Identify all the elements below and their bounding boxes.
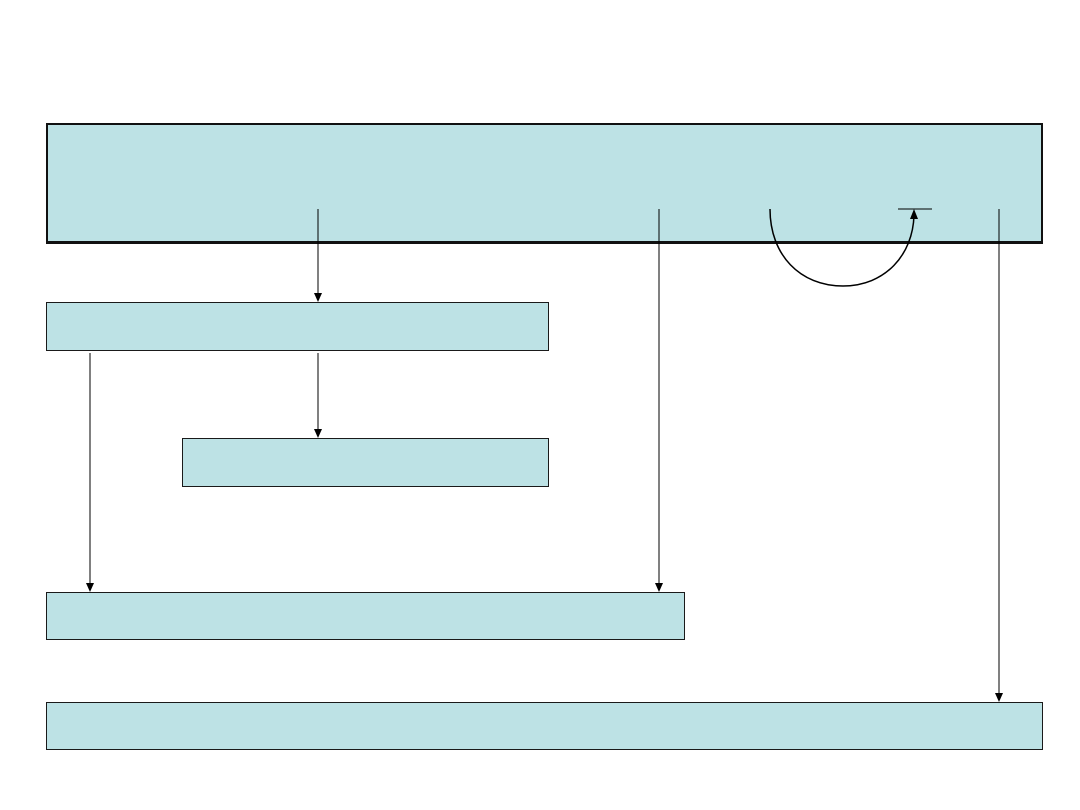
second-level-box (46, 302, 549, 351)
arrowhead-second-to-third (314, 429, 322, 438)
arrowhead-top-to-fourth (655, 583, 663, 592)
arrowhead-second-to-fourth (86, 583, 94, 592)
bottom-wide-box (46, 702, 1043, 750)
fourth-level-box (46, 592, 685, 640)
third-level-box (182, 438, 549, 487)
arrowhead-top-to-bottom (995, 693, 1003, 702)
arrowhead-top-to-second (314, 293, 322, 302)
top-wide-box (46, 123, 1043, 244)
